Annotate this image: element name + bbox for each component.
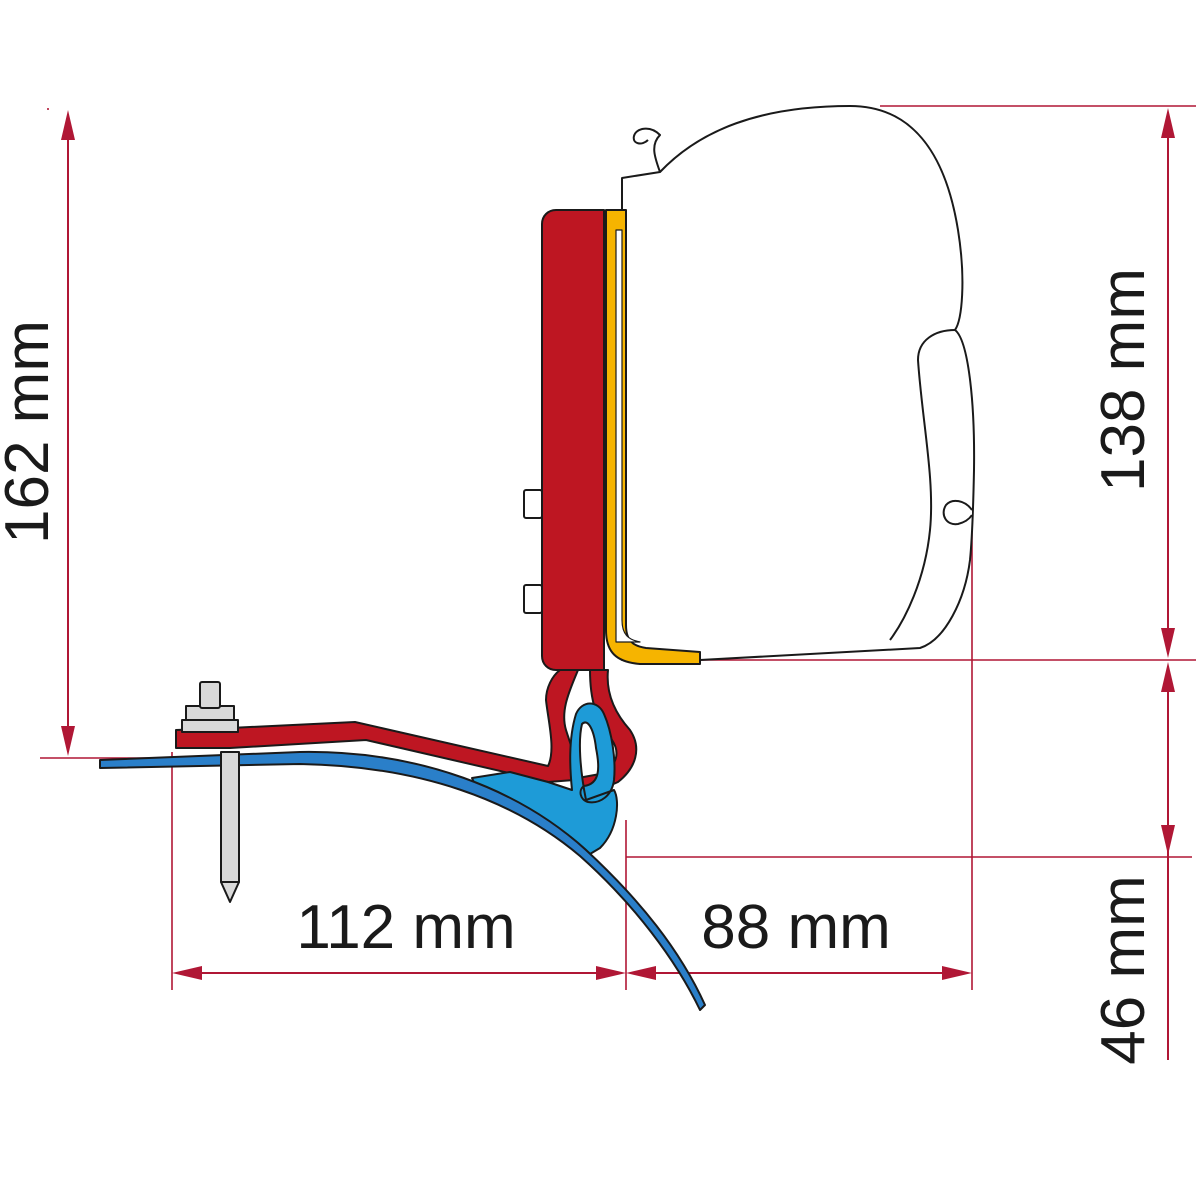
dimension-162-line [61,110,75,756]
arrow-left-icon [172,966,202,980]
awning-top-hook [632,127,661,173]
mounting-bolt [181,681,240,903]
bolt-tip [220,881,240,903]
arrow-down-icon [61,726,75,756]
awning-cassette [621,105,976,661]
extension-lines [40,105,1196,990]
yellow-adapter-inner [615,229,641,643]
awning-housing [621,105,976,661]
bolt-washer [181,719,239,733]
arrow-up-icon [61,110,75,140]
arrow-left-icon [626,966,656,980]
arrow-right-icon [942,966,972,980]
bolt-shaft [220,751,240,883]
vehicle-roof-rail [99,750,706,1011]
dim-label-138: 138 mm [1089,268,1158,492]
blue-clip [471,702,619,855]
blue-mounting-clip [471,702,619,855]
dim-label-88: 88 mm [701,893,890,962]
arrow-up-icon [1161,662,1175,692]
dimension-46-line [1161,662,1175,1060]
bolt-top [199,681,221,709]
arrow-down-icon [1161,825,1175,855]
bracket-bolt-lower [523,584,543,614]
arrow-right-icon [596,966,626,980]
arrow-down-icon [1161,628,1175,658]
bracket-bolt-upper [523,489,543,519]
bracket-backplate [541,209,605,671]
dim-label-162: 162 mm [0,320,62,544]
arrow-up-icon [1161,108,1175,138]
dim-label-46: 46 mm [1089,875,1158,1064]
bracket-arm [175,669,579,783]
awning-lock-slot [942,499,973,526]
red-wall-bracket [175,209,638,793]
dim-label-112: 112 mm [296,893,515,962]
awning-front-lip [889,329,956,641]
dimension-112-line [172,966,626,980]
dimension-138-line [1161,108,1175,658]
